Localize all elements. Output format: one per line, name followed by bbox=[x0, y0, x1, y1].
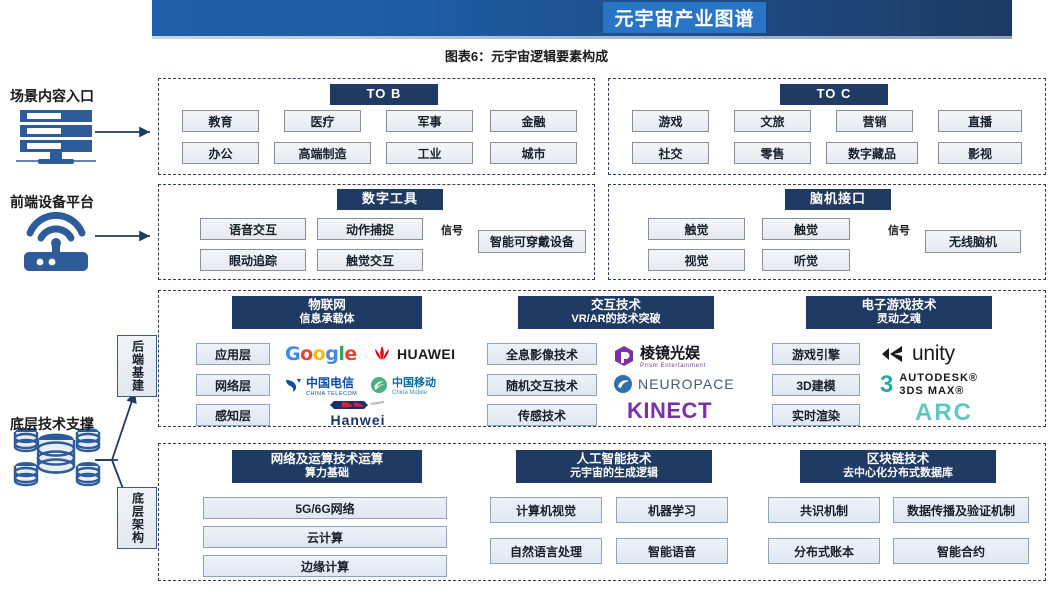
left-label-tech: 底层技术支撑 bbox=[10, 416, 94, 432]
chip-tob: TO B bbox=[330, 84, 438, 105]
cell-net-1[interactable]: 云计算 bbox=[203, 526, 447, 548]
chip-iot: 物联网 信息承载体 bbox=[232, 296, 422, 329]
chip-digital-tools: 数字工具 bbox=[337, 189, 443, 210]
cell-bc-1[interactable]: 数据传播及验证机制 bbox=[893, 497, 1029, 523]
left-label-device: 前端设备平台 bbox=[10, 194, 94, 210]
cell-tob-5[interactable]: 高端制造 bbox=[274, 142, 371, 164]
cell-toc-1[interactable]: 文旅 bbox=[734, 110, 811, 132]
cell-bci-1[interactable]: 触觉 bbox=[762, 218, 850, 240]
neuropace-logo: NEUROPACE bbox=[613, 374, 735, 394]
cell-tob-2[interactable]: 军事 bbox=[386, 110, 473, 132]
cell-net-0[interactable]: 5G/6G网络 bbox=[203, 497, 447, 519]
cell-tob-4[interactable]: 办公 bbox=[182, 142, 259, 164]
cell-wireless-bci[interactable]: 无线脑机 bbox=[925, 230, 1021, 253]
header-title-box: 元宇宙产业图谱 bbox=[603, 2, 766, 33]
sidebox-architecture-label: 底层架构 bbox=[130, 492, 145, 544]
chip-interaction: 交互技术 VR/AR的技术突破 bbox=[518, 296, 714, 329]
figure-caption: 图表6：元宇宙逻辑要素构成 bbox=[444, 49, 609, 64]
cell-ai-1[interactable]: 机器学习 bbox=[616, 497, 728, 523]
signal-label-left: 信号 bbox=[441, 225, 463, 237]
cell-gaming-2[interactable]: 实时渲染 bbox=[772, 404, 860, 426]
chip-blockchain: 区块链技术 去中心化分布式数据库 bbox=[800, 450, 996, 483]
sidebox-architecture: 底层架构 bbox=[117, 487, 157, 549]
header-bar: 元宇宙产业图谱 bbox=[152, 0, 1012, 39]
cell-toc-4[interactable]: 社交 bbox=[632, 142, 709, 164]
cell-interaction-0[interactable]: 全息影像技术 bbox=[487, 343, 597, 365]
google-logo: Google bbox=[285, 343, 357, 365]
page-title: 元宇宙产业图谱 bbox=[614, 9, 755, 30]
unity-logo: unity bbox=[880, 342, 955, 366]
unity-mark-icon bbox=[882, 346, 902, 362]
cell-tob-0[interactable]: 教育 bbox=[182, 110, 259, 132]
chip-toc: TO C bbox=[780, 84, 888, 105]
chip-bci: 脑机接口 bbox=[785, 189, 891, 210]
cell-toc-7[interactable]: 影视 bbox=[938, 142, 1022, 164]
cell-wearable-device[interactable]: 智能可穿戴设备 bbox=[478, 230, 586, 253]
server-rack-icon bbox=[16, 110, 96, 164]
china-telecom-logo: 中国电信 CHINA TELECOM bbox=[283, 374, 357, 397]
wifi-router-icon bbox=[24, 211, 88, 271]
neuropace-mark-icon bbox=[614, 375, 632, 393]
cell-iot-2[interactable]: 感知层 bbox=[196, 404, 270, 426]
cell-toc-6[interactable]: 数字藏品 bbox=[826, 142, 918, 164]
hanwei-mark-icon bbox=[330, 401, 384, 409]
cell-bc-3[interactable]: 智能合约 bbox=[893, 538, 1029, 564]
china-mobile-logo: 中国移动 China Mobile bbox=[369, 374, 436, 396]
hanwei-logo: Hanwei bbox=[328, 398, 388, 428]
cell-gaming-1[interactable]: 3D建模 bbox=[772, 374, 860, 396]
cell-bci-0[interactable]: 触觉 bbox=[648, 218, 745, 240]
prism-mark-icon bbox=[615, 345, 633, 366]
cell-ai-2[interactable]: 自然语言处理 bbox=[490, 538, 602, 564]
chip-ai: 人工智能技术 元宇宙的生成逻辑 bbox=[516, 450, 712, 483]
china-telecom-mark-icon bbox=[286, 378, 301, 392]
kinect-logo: KINECT bbox=[627, 398, 712, 423]
cell-dt-0[interactable]: 语音交互 bbox=[200, 218, 306, 240]
cell-tob-1[interactable]: 医疗 bbox=[284, 110, 361, 132]
cell-bci-2[interactable]: 视觉 bbox=[648, 249, 745, 271]
cell-interaction-2[interactable]: 传感技术 bbox=[487, 404, 597, 426]
left-label-scene: 场景内容入口 bbox=[10, 88, 94, 104]
huawei-logo: HUAWEI bbox=[371, 345, 455, 363]
cell-bc-0[interactable]: 共识机制 bbox=[768, 497, 880, 523]
cell-toc-5[interactable]: 零售 bbox=[734, 142, 811, 164]
signal-label-right: 信号 bbox=[888, 225, 910, 237]
china-mobile-mark-icon bbox=[371, 377, 387, 393]
huawei-flower-icon bbox=[375, 346, 389, 360]
arc-logo: ARC bbox=[915, 399, 973, 426]
cell-ai-0[interactable]: 计算机视觉 bbox=[490, 497, 602, 523]
cell-dt-2[interactable]: 眼动追踪 bbox=[200, 249, 306, 271]
prism-entertainment-logo: 棱镜光娱 Prism Entertainment bbox=[613, 342, 706, 369]
cell-toc-2[interactable]: 营销 bbox=[836, 110, 913, 132]
cell-toc-0[interactable]: 游戏 bbox=[632, 110, 709, 132]
database-cluster-icon bbox=[13, 428, 101, 487]
cell-tob-3[interactable]: 金融 bbox=[490, 110, 577, 132]
cell-tob-7[interactable]: 城市 bbox=[490, 142, 577, 164]
cell-ai-3[interactable]: 智能语音 bbox=[616, 538, 728, 564]
cell-interaction-1[interactable]: 随机交互技术 bbox=[487, 374, 597, 396]
cell-tob-6[interactable]: 工业 bbox=[386, 142, 473, 164]
cell-gaming-0[interactable]: 游戏引擎 bbox=[772, 343, 860, 365]
cell-net-2[interactable]: 边缘计算 bbox=[203, 555, 447, 577]
cell-iot-1[interactable]: 网络层 bbox=[196, 374, 270, 396]
cell-bci-3[interactable]: 听觉 bbox=[762, 249, 850, 271]
cell-bc-2[interactable]: 分布式账本 bbox=[768, 538, 880, 564]
chip-network-compute: 网络及运算技术运算 算力基础 bbox=[232, 450, 422, 483]
cell-dt-1[interactable]: 动作捕捉 bbox=[317, 218, 423, 240]
cell-iot-0[interactable]: 应用层 bbox=[196, 343, 270, 365]
autodesk-3dsmax-logo: 3 AUTODESK® 3DS MAX® bbox=[880, 371, 978, 398]
cell-toc-3[interactable]: 直播 bbox=[938, 110, 1022, 132]
cell-dt-3[interactable]: 触觉交互 bbox=[317, 249, 423, 271]
sidebox-backend: 后端基建 bbox=[117, 335, 157, 397]
chip-gaming: 电子游戏技术 灵动之魂 bbox=[806, 296, 992, 329]
sidebox-backend-label: 后端基建 bbox=[130, 340, 145, 392]
